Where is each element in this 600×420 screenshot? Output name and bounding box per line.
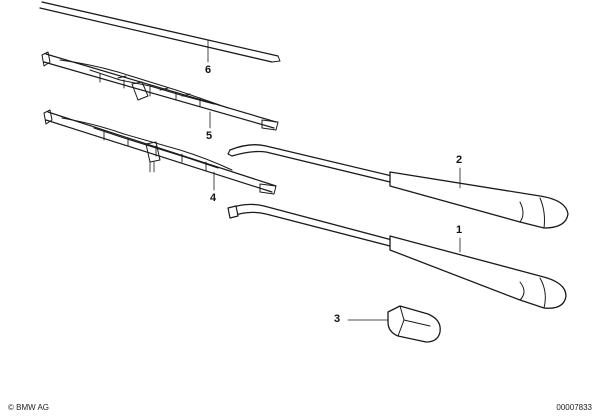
callout-part-6: 6 (205, 64, 212, 76)
diagram-reference-number: 00007833 (556, 403, 592, 412)
callout-part-4: 4 (210, 192, 217, 204)
wiper-blade-upper (41, 51, 279, 131)
callout-part-3: 3 (334, 313, 341, 325)
callout-part-5: 5 (206, 130, 213, 142)
callout-part-1: 1 (456, 224, 463, 236)
wiper-rubber-strip (39, 1, 281, 63)
copyright-notice: © BMW AG (8, 403, 50, 412)
wiper-blade-lower (43, 109, 277, 195)
wiper-arm-cap (347, 305, 441, 343)
wiper-arm-upper (227, 144, 569, 229)
wiper-arm-lower (227, 203, 567, 309)
callout-part-2: 2 (456, 154, 463, 166)
